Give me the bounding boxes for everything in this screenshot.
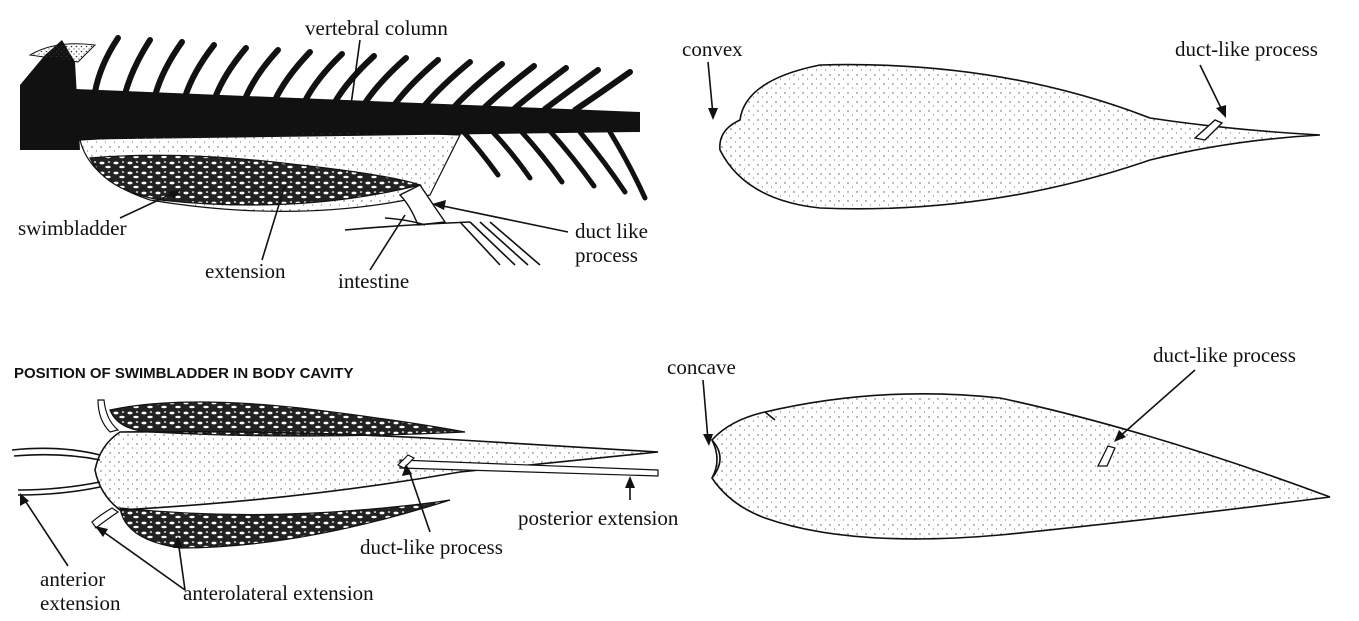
label-anterolateral-extension: anterolateral extension [183,581,374,605]
label-intestine: intestine [338,269,409,293]
label-extension: extension [205,259,286,283]
label-duct-like-process-bottom-left: duct-like process [360,535,503,559]
leader-duct-like-process-bottom-right [1118,370,1195,438]
label-anterior-extension-line2: extension [40,591,121,615]
label-duct-like-process-line2: process [575,243,638,267]
label-anterior-extension-line1: anterior [40,567,105,591]
leader-intestine [370,215,405,270]
label-posterior-extension: posterior extension [518,506,679,530]
leader-convex [708,62,713,115]
leader-duct-like-process [438,205,568,232]
leader-anterior-extension [22,496,68,566]
label-concave: concave [667,355,736,379]
label-vertebral-column: vertebral column [305,16,448,40]
label-duct-like-process-top-right: duct-like process [1175,37,1318,61]
leader-concave [703,380,708,440]
swimbladder-concave-view [712,394,1330,539]
caption: POSITION OF SWIMBLADDER IN BODY CAVITY [14,365,353,382]
label-duct-like-process-line1: duct like [575,219,648,243]
label-swimbladder: swimbladder [18,216,126,240]
leader-duct-like-process-top-right [1200,65,1222,110]
label-convex: convex [682,37,743,61]
swimbladder-convex-view [720,65,1320,209]
label-duct-like-process-bottom-right: duct-like process [1153,343,1296,367]
